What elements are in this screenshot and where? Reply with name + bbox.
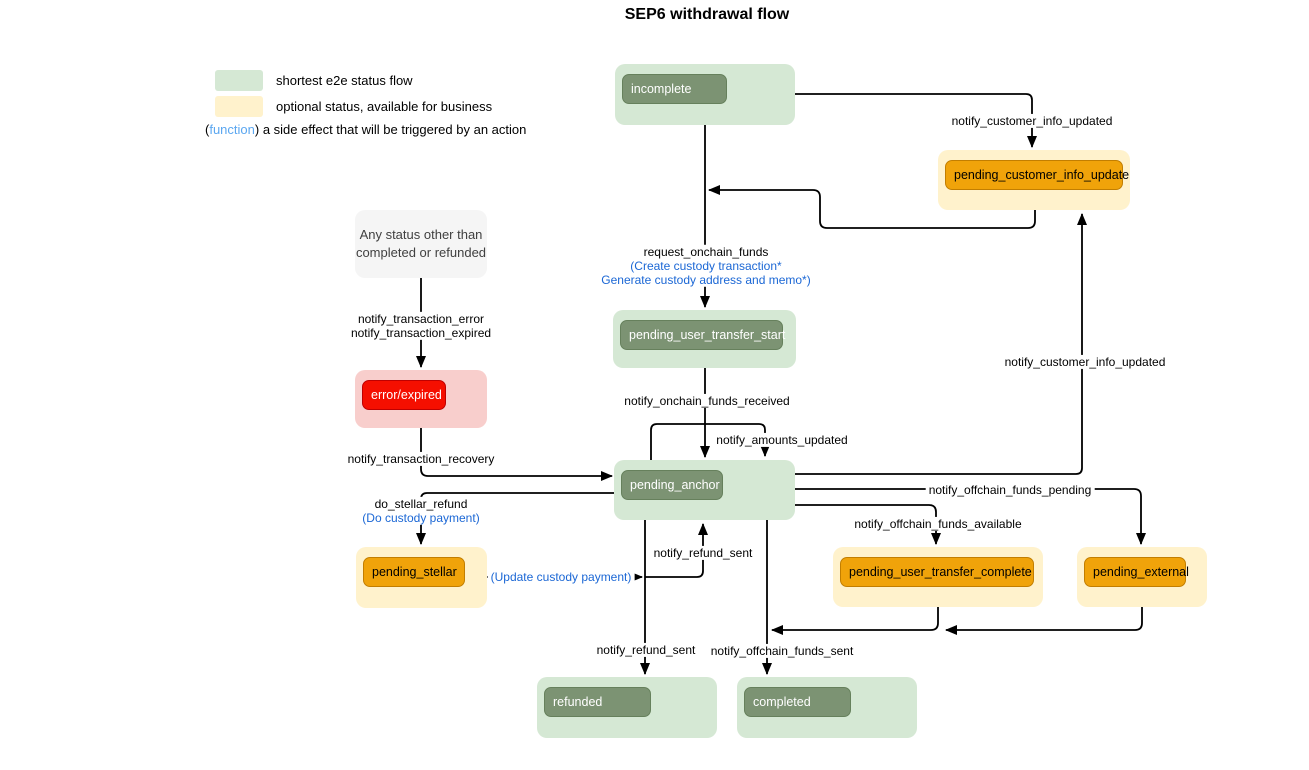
- function-note-rest: ) a side effect that will be triggered b…: [254, 122, 527, 137]
- node-label-completed: completed: [744, 687, 851, 717]
- node-label-pending_anchor: pending_anchor: [621, 470, 723, 500]
- edge-label-line: notify_refund_sent: [596, 642, 696, 657]
- edge-label-notify-customer-info-updated-top: notify_customer_info_updated: [948, 113, 1116, 129]
- node-note-line: Any status other than: [359, 227, 483, 243]
- function-note-word: function: [209, 122, 255, 137]
- node-error_expired: error/expired: [355, 370, 487, 428]
- edge-label-line: notify_onchain_funds_received: [624, 393, 790, 408]
- edge-label-line: notify_transaction_recovery: [347, 451, 495, 466]
- node-completed: completed: [737, 677, 917, 738]
- edge-label-notify-onchain-funds-received: notify_onchain_funds_received: [621, 393, 793, 409]
- edge-label-line: (Update custody payment): [490, 569, 632, 584]
- node-pending_external: pending_external: [1077, 547, 1207, 607]
- edge-label-line: notify_transaction_error: [357, 311, 485, 326]
- edge-label-notify-customer-info-updated-right: notify_customer_info_updated: [1001, 354, 1169, 370]
- node-pending_user_transfer_complete: pending_user_transfer_complete: [833, 547, 1043, 607]
- edge-label-notify-offchain-funds-pending: notify_offchain_funds_pending: [925, 482, 1095, 498]
- edge-label-line: (Create custody transaction*: [630, 258, 782, 273]
- legend-label-optional-status: optional status, available for business: [276, 99, 493, 114]
- node-label-error_expired: error/expired: [362, 380, 446, 410]
- edge-label-line: notify_customer_info_updated: [1004, 354, 1166, 369]
- edge-pending-external-to-completed-line: [945, 607, 1143, 635]
- edge-label-line: notify_amounts_updated: [716, 432, 848, 447]
- edge-label-line: notify_offchain_funds_pending: [928, 482, 1092, 497]
- node-label-incomplete: incomplete: [622, 74, 727, 104]
- node-label-refunded: refunded: [544, 687, 651, 717]
- edge-pending-anchor-to-pending-customer-info-update: [795, 213, 1087, 475]
- node-label-pending_customer_info_update: pending_customer_info_update: [945, 160, 1129, 190]
- edge-label-line: Generate custody address and memo*): [601, 273, 811, 288]
- node-label-pending_user_transfer_complete: pending_user_transfer_complete: [840, 557, 1034, 587]
- node-incomplete: incomplete: [615, 64, 795, 125]
- edge-junction-to-pending-anchor-refund-sent: [645, 523, 708, 578]
- edge-label-do-stellar-refund: do_stellar_refund(Do custody payment): [359, 496, 483, 526]
- function-note-open-paren: (: [205, 122, 210, 137]
- edge-pending-user-transfer-complete-to-completed-line: [771, 607, 939, 635]
- edge-label-request-onchain-funds: request_onchain_funds(Create custody tra…: [598, 244, 814, 288]
- node-pending_anchor: pending_anchor: [614, 460, 795, 520]
- legend-swatch-optional-status: [215, 96, 263, 117]
- node-pending_stellar: pending_stellar: [356, 547, 487, 608]
- edge-label-line: notify_transaction_expired: [350, 326, 492, 340]
- legend-function-note: (function) a side effect that will be tr…: [205, 122, 526, 137]
- node-label-pending_stellar: pending_stellar: [363, 557, 465, 587]
- node-label-pending_external: pending_external: [1084, 557, 1189, 587]
- edge-label-line: notify_refund_sent: [653, 545, 753, 560]
- edge-label-notify-refund-sent-down: notify_refund_sent: [593, 642, 699, 658]
- node-label-pending_user_transfer_start: pending_user_transfer_start: [620, 320, 785, 350]
- edge-label-notify-amounts-updated: notify_amounts_updated: [713, 432, 851, 448]
- edge-label-notify-transaction-recovery: notify_transaction_recovery: [344, 451, 498, 467]
- node-pending_customer_info_update: pending_customer_info_update: [938, 150, 1130, 210]
- edge-label-line: do_stellar_refund: [374, 496, 468, 511]
- edge-label-notify-offchain-funds-sent: notify_offchain_funds_sent: [707, 643, 857, 659]
- edge-label-line: (Do custody payment): [362, 511, 480, 525]
- edge-label-line: notify_offchain_funds_sent: [710, 643, 854, 658]
- edge-label-line: request_onchain_funds: [643, 244, 769, 259]
- edge-pending-anchor-to-pending-external: [795, 488, 1146, 545]
- node-refunded: refunded: [537, 677, 717, 738]
- legend-label-shortest-flow: shortest e2e status flow: [276, 73, 413, 88]
- edge-label-line: notify_customer_info_updated: [951, 113, 1113, 128]
- node-pending_user_transfer_start: pending_user_transfer_start: [613, 310, 796, 368]
- edge-label-line: notify_offchain_funds_available: [854, 516, 1022, 531]
- edge-pending-anchor-to-pending-user-transfer-complete: [795, 504, 941, 545]
- edge-label-notify-refund-sent-up: notify_refund_sent: [650, 545, 756, 561]
- edge-incomplete-to-pending-customer-info-update: [795, 93, 1037, 148]
- edge-label-update-custody-payment: (Update custody payment): [487, 569, 635, 585]
- legend-swatch-shortest-flow: [215, 70, 263, 91]
- diagram-title: SEP6 withdrawal flow: [624, 6, 790, 23]
- edge-pending-customer-info-update-return-loop: [708, 185, 1036, 229]
- edge-pending-anchor-self-loop-amounts-updated: [650, 423, 770, 460]
- node-note-line: completed or refunded: [355, 245, 487, 260]
- node-any_status_note: Any status other than completed or refund…: [355, 210, 487, 278]
- edge-label-notify-offchain-funds-available: notify_offchain_funds_available: [851, 516, 1025, 532]
- edge-error-expired-to-pending-anchor-recovery: [420, 428, 613, 481]
